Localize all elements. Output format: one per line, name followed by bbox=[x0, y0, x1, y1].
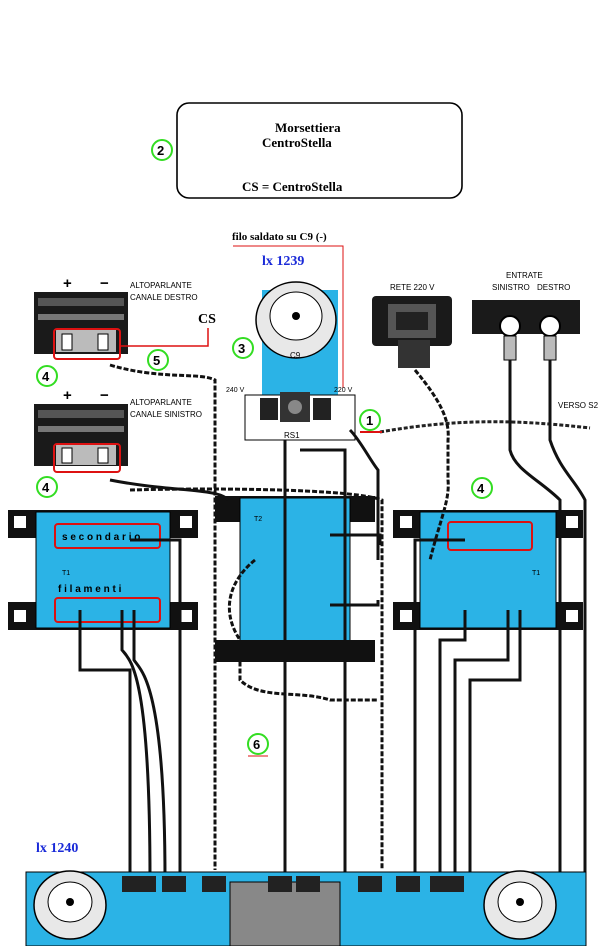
t1-left-label: T1 bbox=[62, 570, 70, 577]
label-220v: 220 V bbox=[334, 387, 353, 394]
to-s2-label: VERSO S2 bbox=[558, 401, 599, 410]
speaker-terminal-right: + − bbox=[34, 275, 128, 360]
svg-text:+: + bbox=[63, 387, 72, 404]
label-240v: 240 V bbox=[226, 387, 245, 394]
callout-1: 1 bbox=[359, 409, 381, 431]
c9-label: C9 bbox=[290, 351, 301, 360]
cs-red-wire bbox=[120, 328, 209, 347]
inputs-right: DESTRO bbox=[537, 283, 570, 292]
note-underline bbox=[233, 245, 344, 388]
callout-4-speaker-left: 4 bbox=[36, 476, 58, 498]
cs-tag: CS bbox=[198, 312, 216, 327]
callout-4-speaker-right: 4 bbox=[36, 365, 58, 387]
speaker-terminal-left: + − bbox=[34, 387, 128, 473]
wiring bbox=[78, 360, 587, 930]
secondario-right-highlight bbox=[447, 521, 533, 551]
rectifier-board-lx1239 bbox=[244, 281, 356, 441]
secondario-left-highlight bbox=[54, 523, 161, 549]
transformer-t1-right bbox=[393, 510, 583, 630]
board-label-lx1240: lx 1240 bbox=[36, 841, 78, 856]
callout-4-transformer-right: 4 bbox=[471, 477, 493, 499]
svg-text:4: 4 bbox=[42, 369, 50, 384]
rs1-label: RS1 bbox=[284, 431, 300, 440]
filamenti-left-highlight bbox=[54, 597, 161, 623]
mains-socket bbox=[372, 296, 452, 368]
callout-6: 6 bbox=[247, 733, 269, 755]
speaker-left-label-1: ALTOPARLANTE bbox=[130, 398, 192, 407]
callout-3: 3 bbox=[232, 337, 254, 359]
svg-text:5: 5 bbox=[153, 353, 160, 368]
terminal-box bbox=[176, 102, 463, 199]
svg-text:2: 2 bbox=[157, 143, 164, 158]
terminal-box-legend: CS = CentroStella bbox=[242, 179, 343, 194]
terminal-box-title-1: Morsettiera bbox=[275, 120, 341, 135]
svg-text:6: 6 bbox=[253, 737, 260, 752]
svg-text:3: 3 bbox=[238, 341, 245, 356]
rca-input-panel bbox=[472, 300, 580, 361]
svg-text:4: 4 bbox=[477, 481, 485, 496]
t1-right-label: T1 bbox=[532, 570, 540, 577]
speaker-right-label-1: ALTOPARLANTE bbox=[130, 281, 192, 290]
amplifier-board-lx1240 bbox=[25, 870, 587, 946]
svg-text:−: − bbox=[100, 387, 109, 404]
board-label-lx1239: lx 1239 bbox=[262, 254, 304, 269]
svg-text:1: 1 bbox=[366, 413, 373, 428]
wire-to-s2 bbox=[379, 420, 591, 434]
mains-label: RETE 220 V bbox=[390, 283, 435, 292]
callout-5: 5 bbox=[147, 349, 169, 371]
transformer-t1-left bbox=[8, 510, 198, 630]
svg-text:4: 4 bbox=[42, 480, 50, 495]
note-wire-soldered-c9: filo saldato su C9 (-) bbox=[232, 231, 327, 243]
transformer-t2 bbox=[215, 496, 375, 662]
speaker-left-label-2: CANALE SINISTRO bbox=[130, 410, 202, 419]
svg-text:−: − bbox=[100, 275, 109, 292]
filamenti-left: f i l a m e n t i bbox=[58, 584, 122, 595]
speaker-right-label-2: CANALE DESTRO bbox=[130, 293, 198, 302]
inputs-left: SINISTRO bbox=[492, 283, 530, 292]
secondario-left: s e c o n d a r i o bbox=[62, 532, 140, 543]
t2-label: T2 bbox=[254, 516, 262, 523]
terminal-box-title-2: CentroStella bbox=[262, 135, 332, 150]
inputs-title: ENTRATE bbox=[506, 271, 543, 280]
callout-2: 2 bbox=[151, 139, 173, 161]
svg-text:+: + bbox=[63, 275, 72, 292]
